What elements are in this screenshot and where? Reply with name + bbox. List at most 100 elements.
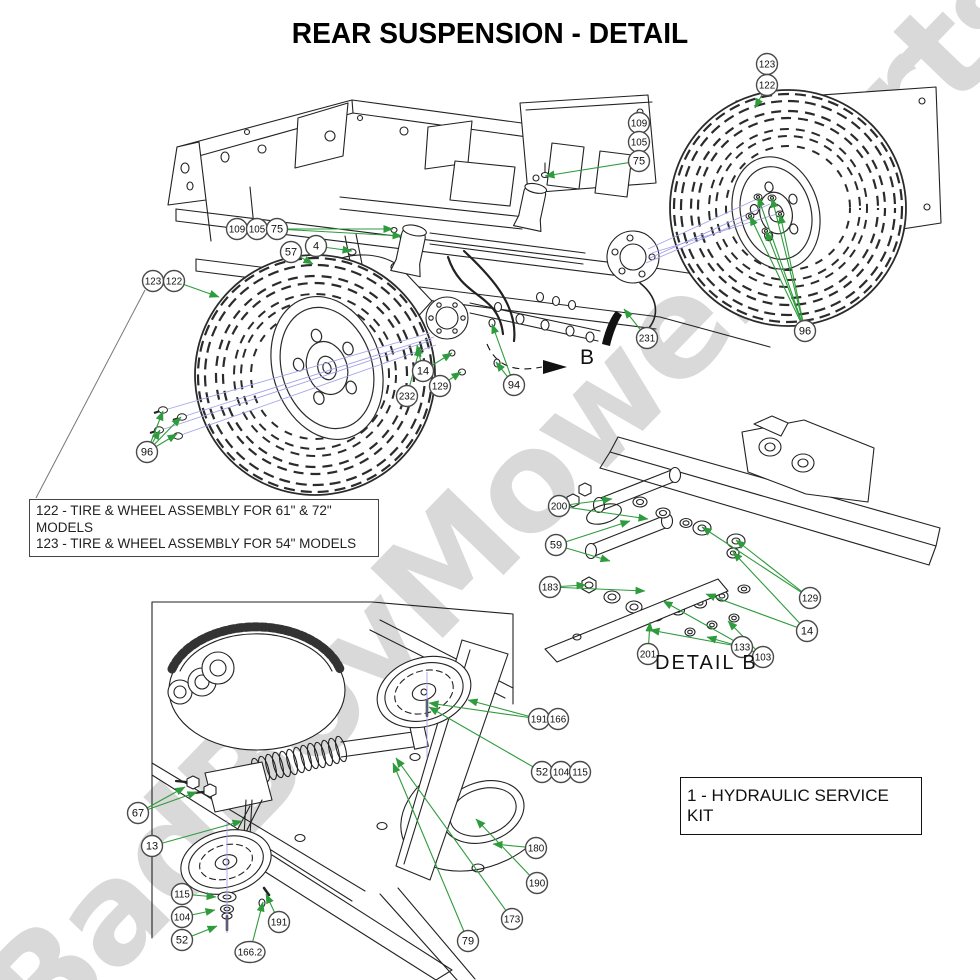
callout-number: 67 [132, 808, 144, 820]
callout-104[interactable]: 104 [549, 760, 573, 784]
callout-166.2[interactable]: 166.2 [234, 940, 266, 964]
callout-123[interactable]: 123 [755, 52, 779, 76]
callout-75[interactable]: 75 [627, 149, 651, 173]
callout-number: 166.2 [238, 948, 263, 959]
callout-166[interactable]: 166 [546, 707, 570, 731]
callout-circle[interactable] [502, 373, 526, 397]
callout-circle[interactable] [755, 73, 779, 97]
callout-circle[interactable] [428, 374, 452, 398]
callout-115[interactable]: 115 [170, 882, 194, 906]
callout-number: 122 [759, 81, 775, 92]
callout-75[interactable]: 75 [265, 217, 289, 241]
callout-4[interactable]: 4 [304, 234, 328, 258]
callout-123[interactable]: 123 [141, 269, 165, 293]
callout-circle[interactable] [500, 907, 524, 931]
callout-number: 115 [174, 890, 190, 901]
callout-circle[interactable] [635, 326, 659, 350]
callout-circle[interactable] [627, 149, 651, 173]
callout-96[interactable]: 96 [793, 319, 817, 343]
callout-circle[interactable] [538, 575, 562, 599]
callout-circle[interactable] [568, 760, 592, 784]
callout-190[interactable]: 190 [525, 871, 549, 895]
callout-circle[interactable] [140, 834, 164, 858]
callout-circle[interactable] [795, 619, 819, 643]
callout-circle[interactable] [798, 586, 822, 610]
callout-number: 103 [755, 653, 772, 664]
callout-number: 104 [553, 768, 570, 779]
callout-103[interactable]: 103 [751, 645, 775, 669]
callout-circle[interactable] [751, 645, 775, 669]
callout-14[interactable]: 14 [411, 359, 435, 383]
callout-94[interactable]: 94 [502, 373, 526, 397]
callout-circle[interactable] [395, 384, 419, 408]
callout-circle[interactable] [456, 929, 480, 953]
callout-180[interactable]: 180 [524, 836, 548, 860]
section-arrow-right-icon [543, 360, 567, 374]
callout-circle[interactable] [265, 217, 289, 241]
callout-circle[interactable] [135, 440, 159, 464]
callout-52[interactable]: 52 [170, 928, 194, 952]
callout-number: 191 [531, 715, 547, 726]
callout-129[interactable]: 129 [428, 374, 452, 398]
callout-number: 109 [229, 225, 245, 236]
callout-191[interactable]: 191 [267, 910, 291, 934]
callout-59[interactable]: 59 [544, 533, 568, 557]
callout-number: 13 [146, 841, 158, 853]
callout-circle[interactable] [170, 882, 194, 906]
callout-109[interactable]: 109 [225, 217, 249, 241]
callout-129[interactable]: 129 [798, 586, 822, 610]
callout-circle[interactable] [793, 319, 817, 343]
callout-13[interactable]: 13 [140, 834, 164, 858]
callout-circle[interactable] [162, 269, 186, 293]
callout-number: 4 [313, 241, 319, 253]
callout-number: 79 [462, 936, 474, 948]
callout-173[interactable]: 173 [500, 907, 524, 931]
callout-circle[interactable] [304, 234, 328, 258]
callout-79[interactable]: 79 [456, 929, 480, 953]
callout-circle[interactable] [267, 910, 291, 934]
callout-14[interactable]: 14 [795, 619, 819, 643]
callout-200[interactable]: 200 [547, 494, 571, 518]
callout-circle[interactable] [636, 642, 660, 666]
callout-number: 133 [734, 643, 751, 654]
callout-circle[interactable] [234, 940, 266, 964]
hydraulic-kit-box: 1 - HYDRAULIC SERVICE KIT [680, 777, 922, 835]
callout-105[interactable]: 105 [627, 130, 651, 154]
callout-number: 104 [174, 913, 191, 924]
callout-number: 173 [504, 915, 521, 926]
callout-122[interactable]: 122 [755, 73, 779, 97]
callout-231[interactable]: 231 [635, 326, 659, 350]
callout-133[interactable]: 133 [730, 635, 754, 659]
callout-circle[interactable] [546, 707, 570, 731]
callout-circle[interactable] [547, 494, 571, 518]
callout-circle[interactable] [279, 240, 303, 264]
callout-52[interactable]: 52 [530, 760, 554, 784]
callout-67[interactable]: 67 [126, 801, 150, 825]
tire-legend-line1: 122 - TIRE & WHEEL ASSEMBLY FOR 61" & 72… [36, 503, 332, 535]
callout-105[interactable]: 105 [245, 217, 269, 241]
callout-circle[interactable] [730, 635, 754, 659]
callout-191[interactable]: 191 [527, 707, 551, 731]
callout-number: 183 [542, 583, 559, 594]
callout-circle[interactable] [126, 801, 150, 825]
callout-circle[interactable] [524, 836, 548, 860]
section-marker: B [486, 311, 622, 374]
callout-circle[interactable] [525, 871, 549, 895]
callout-circle[interactable] [170, 905, 194, 929]
callout-232[interactable]: 232 [395, 384, 419, 408]
callout-109[interactable]: 109 [627, 111, 651, 135]
callout-circle[interactable] [170, 928, 194, 952]
callout-122[interactable]: 122 [162, 269, 186, 293]
leader-line [749, 215, 806, 332]
callout-96[interactable]: 96 [135, 440, 159, 464]
callout-57[interactable]: 57 [279, 240, 303, 264]
callout-201[interactable]: 201 [636, 642, 660, 666]
callout-183[interactable]: 183 [538, 575, 562, 599]
callout-circle[interactable] [411, 359, 435, 383]
callout-104[interactable]: 104 [170, 905, 194, 929]
callout-115[interactable]: 115 [568, 760, 592, 784]
leader-line [757, 196, 806, 332]
callout-circle[interactable] [544, 533, 568, 557]
